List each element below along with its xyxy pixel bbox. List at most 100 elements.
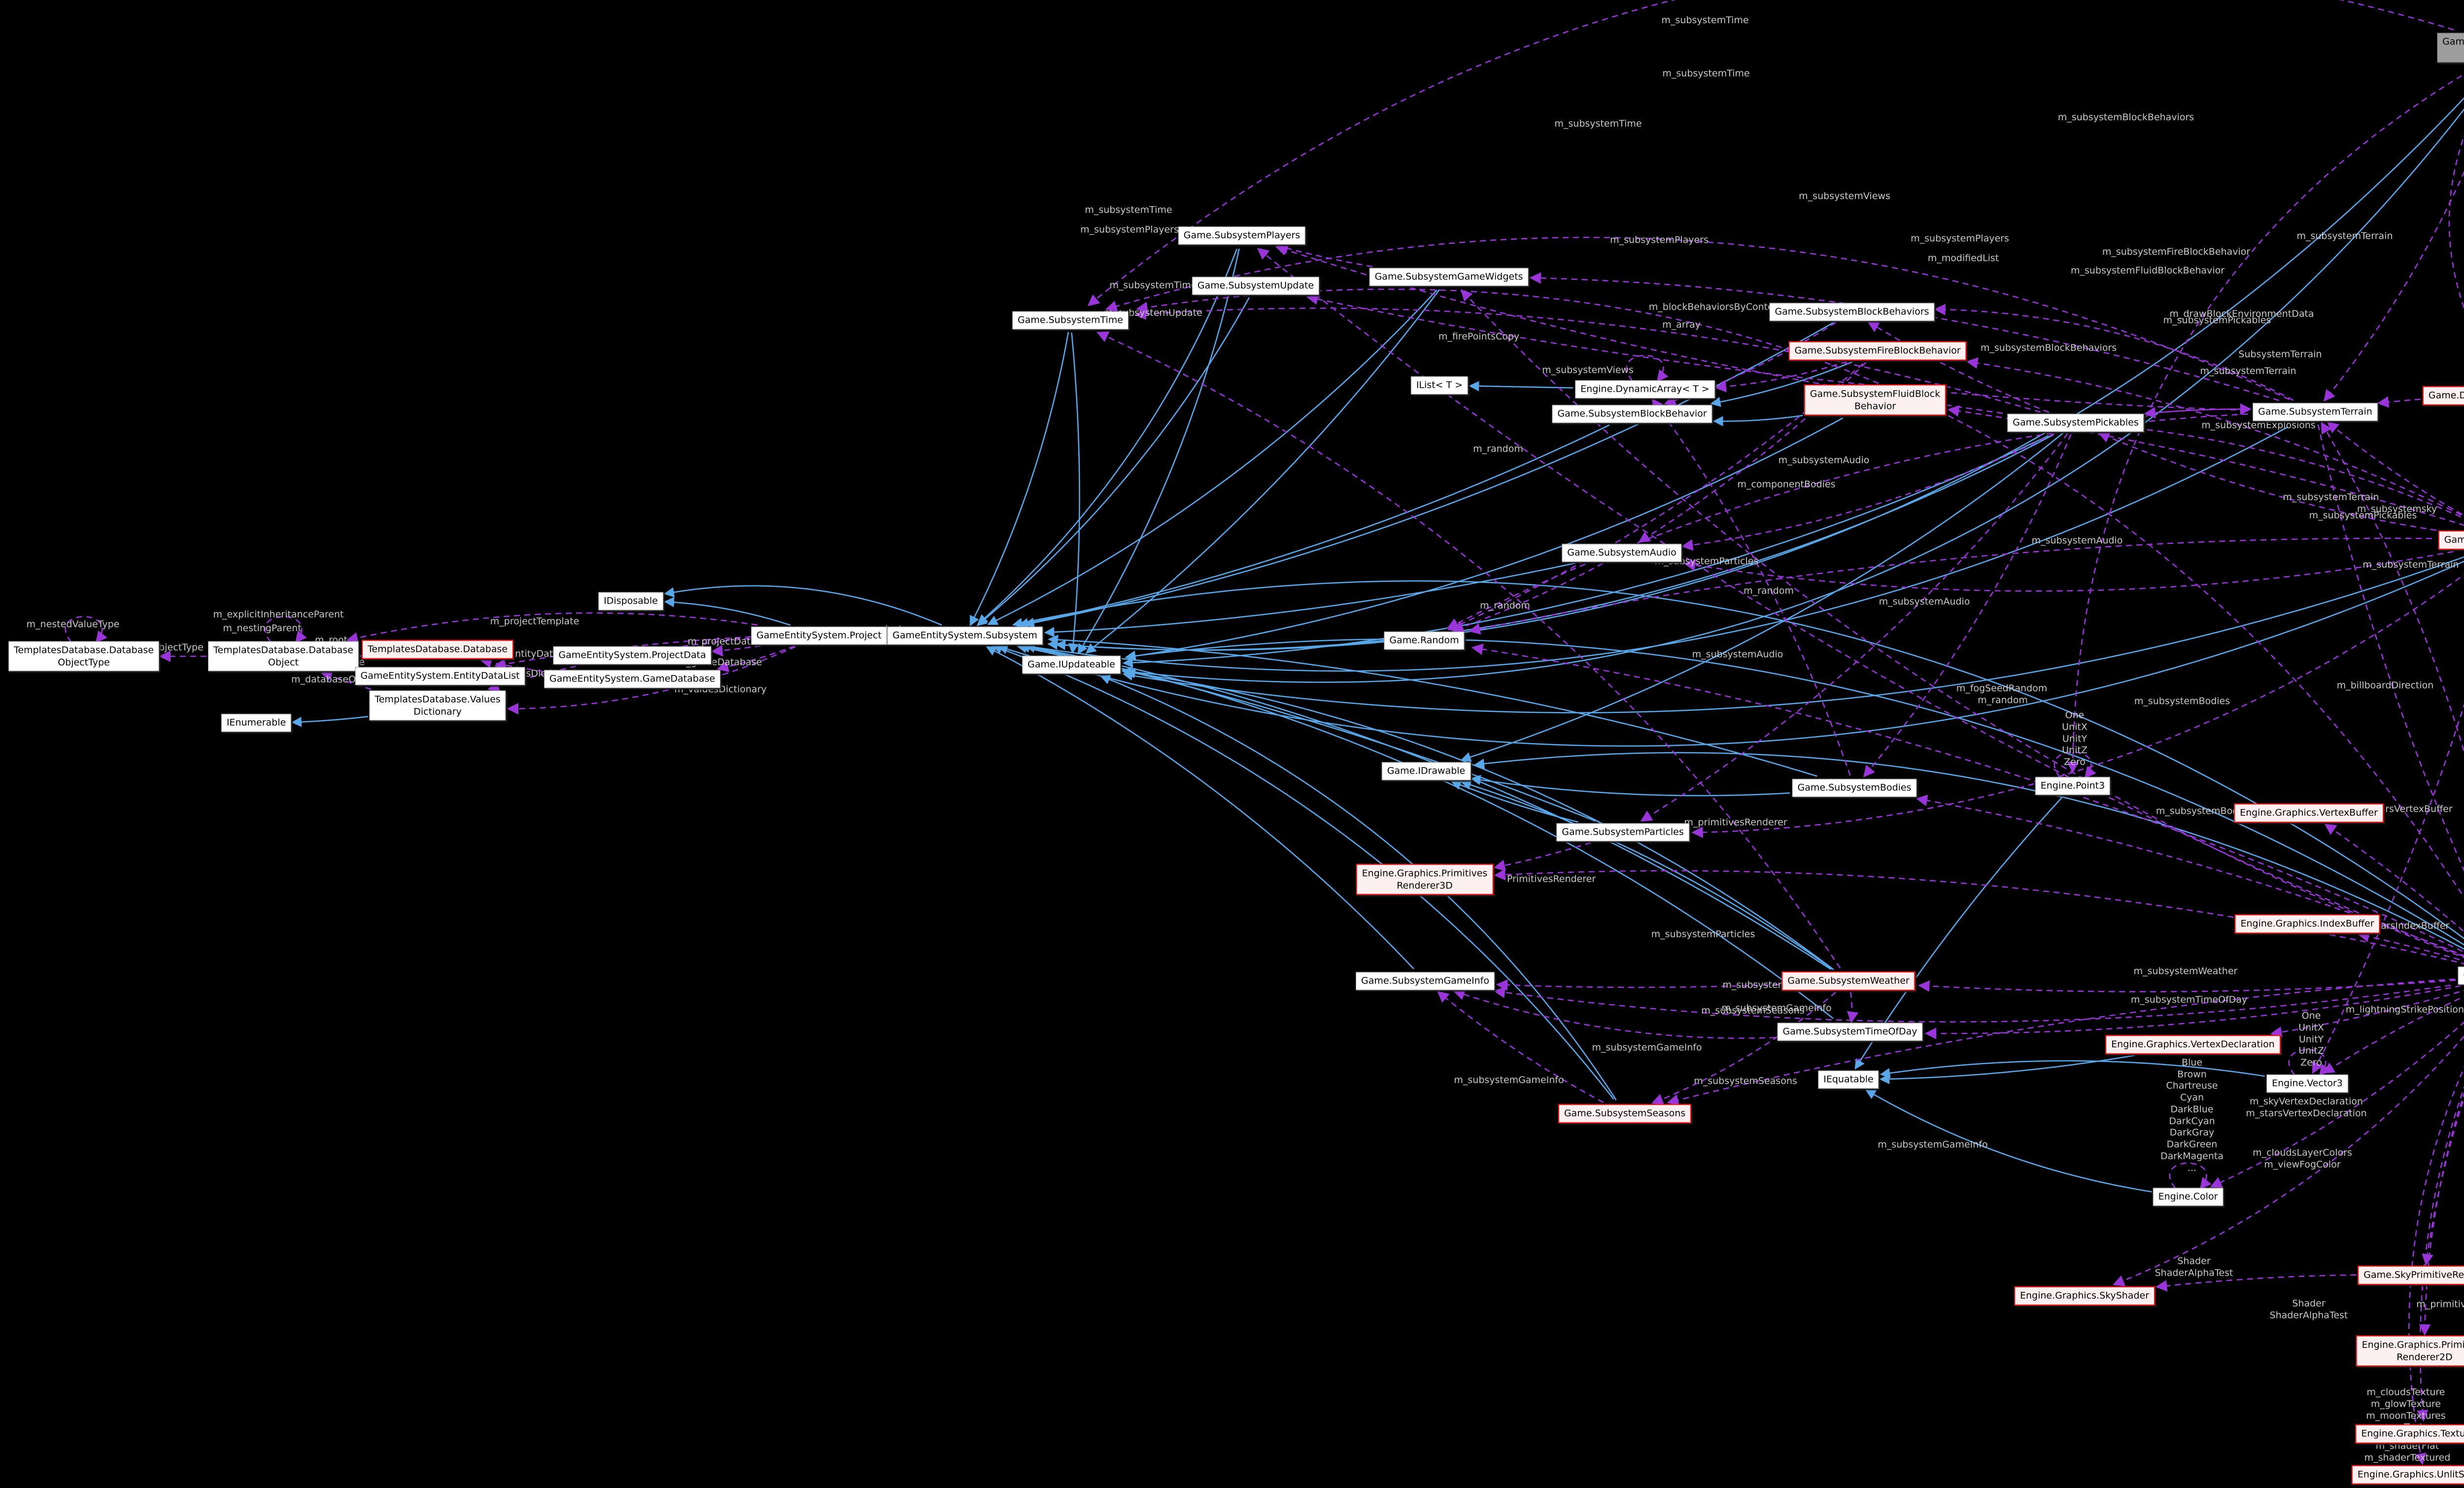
node-ges-project[interactable]: GameEntitySystem.Project — [751, 626, 887, 645]
node-sub-terrain[interactable]: Game.SubsystemTerrain — [2253, 403, 2378, 421]
node-engine-vector3[interactable]: Engine.Vector3 — [2266, 1074, 2348, 1093]
node-label: Game.IUpdateable — [1027, 659, 1115, 670]
node-sub-weather[interactable]: Game.SubsystemWeather — [1781, 971, 1916, 991]
node-label: Game.SubsystemTerrain — [2258, 406, 2372, 417]
edge-sub-block-behavior-to-ges-subsystem — [1018, 424, 1610, 628]
node-ges-game-database[interactable]: GameEntitySystem.GameDatabase — [544, 670, 721, 688]
edge-label: m_subsystemAudio — [1879, 596, 1970, 608]
node-sky-primitive-render[interactable]: Game.SkyPrimitiveRender — [2358, 1265, 2464, 1285]
node-label: Game.Random — [1389, 635, 1459, 646]
edge-label: m_primitivesRenderer — [1684, 817, 1787, 828]
edge-sub-audio-to-game-random — [1452, 563, 1604, 633]
node-sub-explosions[interactable]: Game.SubsystemExplosions — [2438, 530, 2464, 550]
node-label: Engine.Graphics.VertexDeclaration — [2111, 1039, 2275, 1050]
node-sub-bodies[interactable]: Game.SubsystemBodies — [1792, 778, 1917, 797]
edge-label: m_skyVertexDeclaration m_starsVertexDecl… — [2246, 1096, 2367, 1118]
edge-sub-pickables-to-sub-block-behaviors — [1867, 321, 2050, 413]
node-label: TemplatesDatabase.Database — [14, 644, 154, 656]
node-game-random[interactable]: Game.Random — [1384, 631, 1465, 650]
node-label: Engine.Point3 — [2040, 780, 2105, 791]
edge-sub-game-widgets-to-iupdateable — [1085, 289, 1440, 654]
edge-sub-bodies-to-idrawable — [1470, 775, 1790, 797]
node-idisposable[interactable]: IDisposable — [598, 592, 663, 610]
node-vertex-declaration[interactable]: Engine.Graphics.VertexDeclaration — [2105, 1035, 2281, 1054]
edge-label: m_subsystemSeasons — [1701, 1005, 1805, 1016]
node-sub-particles[interactable]: Game.SubsystemParticles — [1556, 823, 1689, 842]
node-sub-game-info[interactable]: Game.SubsystemGameInfo — [1356, 972, 1495, 990]
edge-sub-sky-to-sub-game-widgets — [1460, 289, 2464, 958]
edge-label: m_starsIndexBuffer — [2358, 920, 2450, 932]
edge-sub-sky-to-sky-primitive-render — [2422, 1096, 2464, 1266]
node-label: IEquatable — [1823, 1074, 1874, 1085]
node-label: IList< T > — [1416, 379, 1463, 391]
edge-sub-weather-to-sub-game-info — [1496, 979, 1779, 991]
edge-sub-fire-block-behavior-to-sub-block-behavior — [1710, 361, 1853, 407]
node-label: Dictionary — [413, 706, 462, 717]
edge-label: m_subsystemWeather — [2133, 966, 2238, 977]
node-sub-fire-block-behavior[interactable]: Game.SubsystemFireBlockBehavior — [1788, 341, 1967, 361]
edge-sub-pickables-to-idrawable — [1460, 432, 2064, 762]
node-sub-cell-change-queue[interactable]: Game.SubsystemCellChangeQueue — [2437, 33, 2464, 63]
node-sub-seasons[interactable]: Game.SubsystemSeasons — [1558, 1104, 1692, 1123]
node-entity-data-list[interactable]: GameEntitySystem.EntityDataList — [355, 667, 525, 685]
node-vertex-buffer[interactable]: Engine.Graphics.VertexBuffer — [2234, 803, 2384, 823]
node-label: ObjectType — [58, 657, 110, 668]
edge-sub-weather-to-sub-time — [1096, 331, 1841, 969]
edge-label: m_subsystemTerrain — [2200, 366, 2296, 377]
edge-label: m_subsystemGameInfo — [1592, 1042, 1702, 1053]
edge-label: m_billboardDirection — [2336, 680, 2434, 691]
node-sky-shader[interactable]: Engine.Graphics.SkyShader — [2014, 1286, 2156, 1306]
edge-label: m_blockBehaviorsByContents — [1648, 302, 1788, 313]
edge-sky-primitive-render-to-sky-shader — [2155, 1274, 2357, 1292]
node-label: GameEntitySystem.ProjectData — [558, 649, 706, 661]
node-label: Engine.DynamicArray< T > — [1580, 383, 1710, 395]
node-primitives-renderer2d[interactable]: Engine.Graphics.PrimitivesRenderer2D — [2356, 1335, 2464, 1367]
node-sub-game-widgets[interactable]: Game.SubsystemGameWidgets — [1369, 268, 1529, 286]
edge-label: m_subsystemBlockBehaviors — [1980, 342, 2117, 354]
node-tdb-database[interactable]: TemplatesDatabase.Database — [362, 640, 513, 659]
node-index-buffer[interactable]: Engine.Graphics.IndexBuffer — [2234, 914, 2380, 934]
node-label: TemplatesDatabase.Values — [375, 694, 501, 705]
node-texture2d[interactable]: Engine.Graphics.Texture2D — [2355, 1424, 2464, 1444]
edge-ges-project-to-idisposable — [664, 597, 791, 626]
node-idrawable[interactable]: Game.IDrawable — [1381, 762, 1471, 780]
edge-sub-update-to-ges-subsystem — [976, 297, 1250, 626]
edge-sub-game-widgets-to-sub-players — [1276, 243, 1373, 268]
node-engine-point3[interactable]: Engine.Point3 — [2035, 777, 2111, 795]
node-sub-update[interactable]: Game.SubsystemUpdate — [1192, 276, 1320, 295]
node-engine-color[interactable]: Engine.Color — [2153, 1187, 2224, 1206]
node-ilist[interactable]: IList< T > — [1410, 376, 1469, 395]
node-dynamic-array[interactable]: Engine.DynamicArray< T > — [1575, 380, 1715, 399]
edge-label: m_subsystemTime — [1662, 68, 1750, 79]
node-sub-pickables[interactable]: Game.SubsystemPickables — [2007, 413, 2144, 432]
node-ges-project-data[interactable]: GameEntitySystem.ProjectData — [553, 646, 712, 665]
node-ienumerable[interactable]: IEnumerable — [221, 713, 292, 732]
edge-sub-fire-block-behavior-to-game-random — [1447, 363, 1864, 631]
node-iupdateable[interactable]: Game.IUpdateable — [1022, 655, 1121, 674]
edge-sub-explosions-to-sub-fire-block-behavior — [1966, 357, 2464, 517]
node-sub-time-of-day[interactable]: Game.SubsystemTimeOfDay — [1777, 1022, 1923, 1041]
edge-label: m_subsystemTerrain — [2362, 559, 2459, 571]
node-unlit-shader[interactable]: Engine.Graphics.UnlitShader — [2351, 1465, 2464, 1485]
node-sub-block-behaviors[interactable]: Game.SubsystemBlockBehaviors — [1769, 303, 1935, 321]
node-sub-block-behavior[interactable]: Game.SubsystemBlockBehavior — [1552, 405, 1712, 423]
edge-engine-color-to-iequatable — [1865, 1089, 2152, 1193]
node-sub-time[interactable]: Game.SubsystemTime — [1012, 311, 1129, 330]
edge-label: m_subsystemTime — [1554, 118, 1642, 130]
node-ges-subsystem[interactable]: GameEntitySystem.Subsystem — [887, 626, 1043, 645]
node-sub-audio[interactable]: Game.SubsystemAudio — [1562, 543, 1682, 562]
node-sub-sky[interactable]: Game.SubsystemSky — [2458, 966, 2464, 985]
edge-sub-players-to-ges-subsystem — [977, 248, 1238, 625]
node-draw-block-environment-data[interactable]: Game.DrawBlockEnvironmentData — [2422, 386, 2464, 406]
edge-label: m_subsystemUpdate — [1104, 307, 1202, 319]
node-label: Game.SubsystemParticles — [1562, 826, 1684, 838]
node-iequatable[interactable]: IEquatable — [1818, 1070, 1879, 1089]
edge-label: m_subsystemBodies — [2156, 806, 2252, 817]
edge-label: m_projectData — [687, 636, 756, 647]
node-sub-players[interactable]: Game.SubsystemPlayers — [1178, 226, 1306, 245]
